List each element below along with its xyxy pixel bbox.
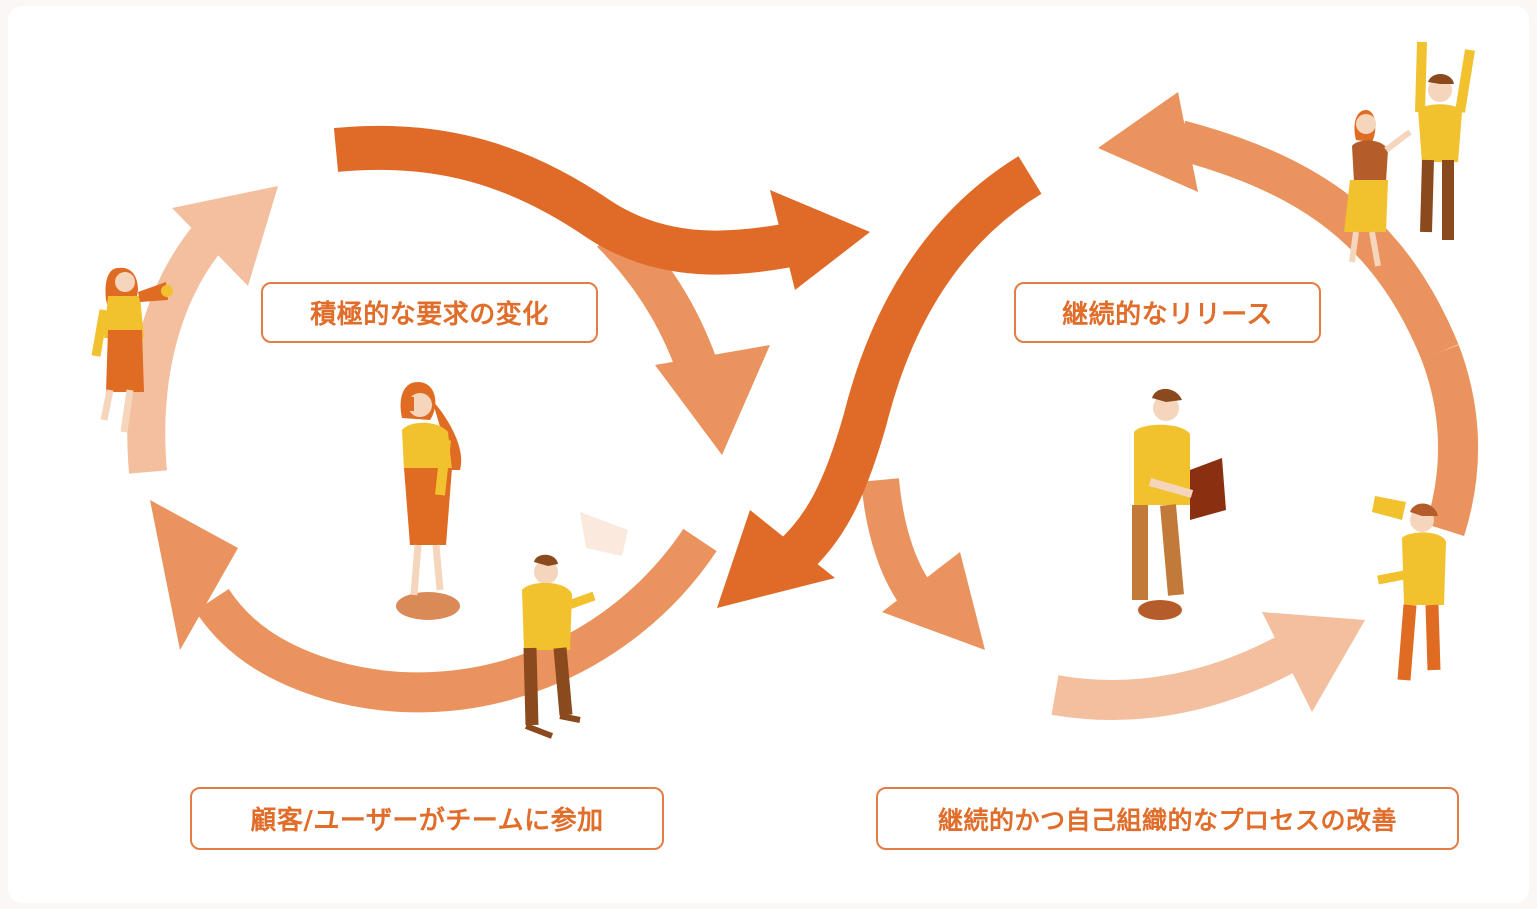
right-loop-center-down-arrowhead bbox=[882, 552, 985, 650]
infinity-top-arrowhead bbox=[770, 190, 870, 290]
label-active-requirement-change: 積極的な要求の変化 bbox=[261, 282, 598, 343]
label-customer-joins-team: 顧客/ユーザーがチームに参加 bbox=[190, 787, 664, 850]
man-cheering bbox=[1415, 41, 1475, 240]
man-speech-bubble bbox=[522, 512, 628, 739]
label-continuous-release: 継続的なリリース bbox=[1014, 282, 1321, 343]
left-loop-top-down-arrowhead bbox=[655, 345, 770, 455]
right-loop-top-arrow bbox=[1174, 120, 1459, 360]
man-megaphone-right bbox=[1372, 496, 1446, 681]
infinity-diagonal-arrowhead bbox=[717, 510, 835, 608]
left-loop-bottom-arrow bbox=[195, 528, 717, 713]
woman-megaphone-left bbox=[91, 267, 173, 433]
right-loop-bottom-light-arrow bbox=[1051, 634, 1300, 720]
infinity-diagonal-arrow bbox=[775, 156, 1042, 577]
label-process-improvement: 継続的かつ自己組織的なプロセスの改善 bbox=[876, 787, 1459, 850]
woman-cheering bbox=[1344, 110, 1412, 267]
man-laptop bbox=[1132, 388, 1226, 620]
left-loop-light-arrowhead bbox=[172, 186, 278, 286]
right-loop-right-side bbox=[1421, 344, 1478, 537]
right-loop-bottom-light-arrowhead bbox=[1262, 612, 1365, 712]
right-loop-top-arrowhead bbox=[1098, 92, 1198, 192]
left-loop-light-arrow bbox=[127, 222, 225, 474]
right-loop-center-down-arrow bbox=[861, 478, 936, 612]
woman-phone-center bbox=[396, 382, 462, 620]
infinity-top-arrow bbox=[333, 125, 794, 275]
left-loop-bottom-arrowhead bbox=[150, 500, 238, 650]
